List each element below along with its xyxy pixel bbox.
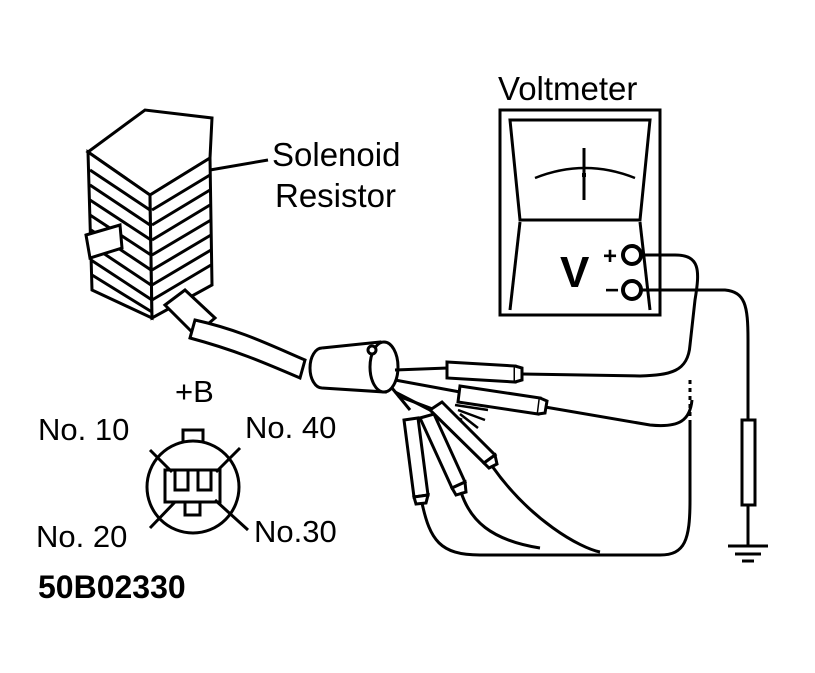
figure-code: 50B02330 — [38, 569, 186, 605]
no10-label: No. 10 — [38, 412, 129, 447]
ground-symbol-icon — [728, 544, 768, 563]
connector-lead-bundle — [454, 403, 489, 429]
probe-upper — [445, 360, 524, 384]
ground-probe — [740, 418, 757, 545]
voltmeter-label: Voltmeter — [498, 70, 637, 107]
solenoid-leader-line — [209, 158, 269, 172]
solenoid-label-line2: Resistor — [275, 177, 396, 214]
no20-label: No. 20 — [36, 519, 127, 554]
plus-b-label: +B — [175, 374, 214, 409]
no30-label: No.30 — [254, 514, 337, 549]
meter-unit-label: V — [560, 248, 590, 297]
probe-middle — [456, 384, 549, 416]
minus-terminal-label: − — [605, 277, 619, 304]
connector-pinout — [145, 428, 250, 535]
resistor-cable — [162, 288, 400, 394]
probe-right — [427, 400, 499, 470]
solenoid-resistor — [84, 108, 214, 321]
no40-label: No. 40 — [245, 410, 336, 445]
solenoid-label-line1: Solenoid — [272, 136, 400, 173]
voltmeter — [498, 108, 662, 317]
plus-terminal-label: + — [603, 243, 617, 270]
probe-left — [402, 416, 430, 506]
meter-test-leads — [420, 253, 750, 557]
probe-center — [417, 412, 468, 497]
